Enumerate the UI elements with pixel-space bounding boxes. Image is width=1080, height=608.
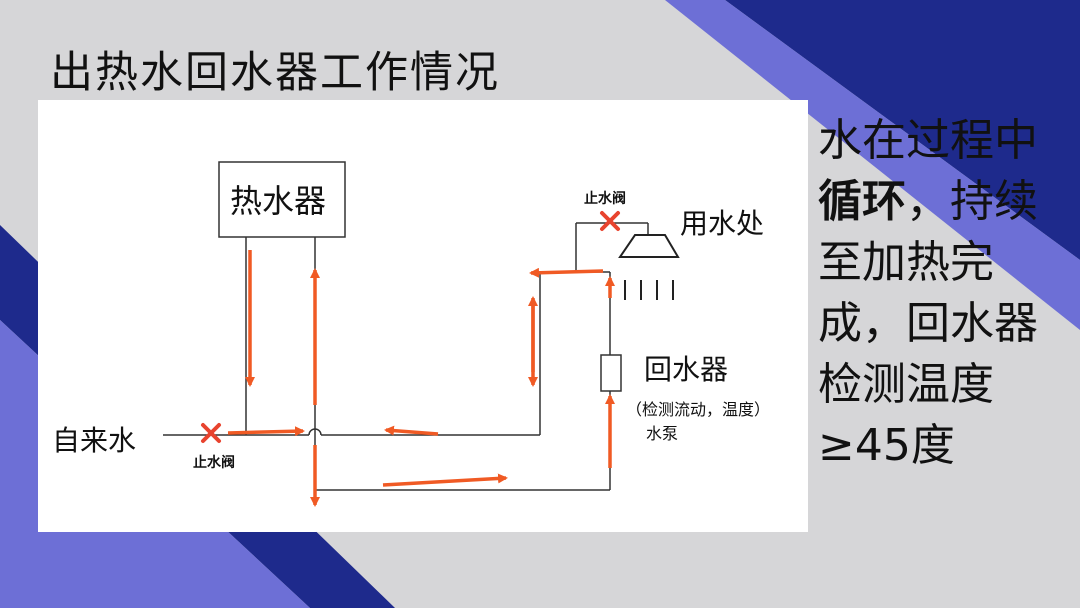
slide-title: 出热水回水器工作情况 <box>50 48 500 98</box>
side-description: 水在过程中循环，持续至加热完成，回水器检测温度≥45度 <box>818 110 1068 476</box>
water-circuit-diagram <box>163 161 680 507</box>
arrow-inlet-right <box>227 426 305 437</box>
heater-label: 热水器 <box>230 182 327 220</box>
pipes <box>163 222 649 491</box>
valve-label-top: 止水阀 <box>584 191 626 207</box>
valve-label-bottom: 止水阀 <box>193 455 235 471</box>
return-device-box <box>600 354 622 392</box>
arrow-top-left <box>529 267 604 278</box>
side-text-part1: 水在过程中 <box>818 115 1038 166</box>
side-text-part3: ，持续至加热完成，回水器检测温度≥45度 <box>818 176 1038 471</box>
valve-x-top <box>600 211 620 231</box>
pump-label: 水泵 <box>646 424 679 443</box>
diagram-panel: 热水器 自来水 用水处 回水器 （检测流动，温度） 水泵 止水阀 止水阀 <box>38 100 808 532</box>
band-light-top-right <box>665 0 1080 330</box>
water-outlet-fixture <box>618 234 680 300</box>
water-outlet-label: 用水处 <box>680 207 765 240</box>
valve-x-bottom <box>201 423 221 443</box>
heater-box <box>218 161 346 238</box>
flow-arrows <box>227 250 615 507</box>
tap-water-label: 自来水 <box>52 424 137 457</box>
return-device-label: 回水器 <box>644 353 729 386</box>
side-text-bold: 循环 <box>818 176 906 227</box>
arrow-bottom-right <box>382 473 508 487</box>
arrow-main-left <box>384 425 439 436</box>
return-device-note: （检测流动，温度） <box>626 400 771 419</box>
